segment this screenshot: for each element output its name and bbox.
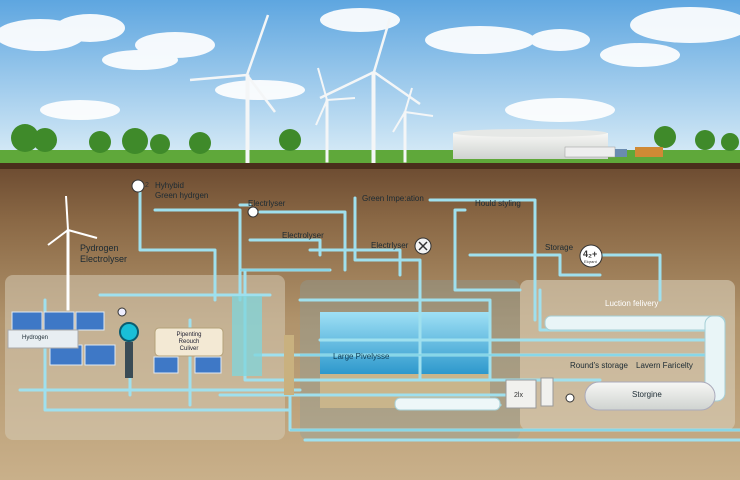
trees [11, 124, 739, 154]
small-wind-turbine-icon [47, 195, 98, 311]
hybrid-icon [131, 179, 145, 193]
pydrogen-label: Pydrogen [80, 243, 119, 253]
box-2lx-label: 2lx [514, 392, 523, 399]
large-pipe [394, 315, 726, 411]
hydrogen-panel-label: Hydrogen [22, 335, 49, 341]
hydrogen-valve-icon [117, 307, 139, 378]
icon-number: 2 [145, 182, 149, 189]
storgine-label: Storgine [632, 390, 662, 399]
pipenting-line3: Culiver [179, 346, 199, 352]
storage-badge-value: 4₂+ [583, 249, 598, 259]
chamber-left [5, 275, 285, 440]
hould-styling-label: Hould styling [475, 199, 521, 208]
truck-icon [564, 146, 663, 158]
large-pivelysse-label: Large Pivelysse [333, 352, 390, 361]
control-cabinet [232, 296, 262, 376]
storage-box [505, 379, 537, 409]
electrlyser-mid2-label: Electrlyser [371, 241, 409, 250]
solar-panel-icon [7, 311, 222, 374]
pipenting-panel [154, 327, 224, 357]
pipenting-line1: Pipenting [176, 332, 202, 338]
green-impetation-label: Green Impe:ation [362, 194, 424, 203]
storage-label: Storage [545, 243, 574, 252]
electrlyser-top-label: Electrlyser [248, 199, 286, 208]
electrolyser-left-label: Electrolyser [80, 254, 128, 264]
pipenting-line2: Reouch [178, 339, 200, 345]
valve-small-icon [565, 393, 575, 403]
hybrid-label: Hyhybid [155, 181, 184, 190]
electrlyser-top-icon [247, 206, 259, 218]
close-icon [414, 237, 432, 255]
lavern-faricelty-label: Lavern Faricelty [636, 361, 693, 370]
storage-badge-small: Elqrant [584, 259, 597, 264]
wind-turbine-icon [189, 14, 434, 165]
pipe-network-edge [240, 269, 740, 431]
storage-tank-icon [453, 129, 608, 159]
storage-badge [579, 244, 603, 268]
luction-felivery-label: Luction felivery [605, 299, 659, 308]
hydrogen-storage-tank [584, 381, 716, 411]
clouds [0, 7, 740, 122]
rounds-storage-label: Round's storage [570, 361, 629, 370]
green-hydrogen-label: Green hydrgen [155, 191, 209, 200]
electrolyser-mid-label: Electrolyser [282, 231, 324, 240]
